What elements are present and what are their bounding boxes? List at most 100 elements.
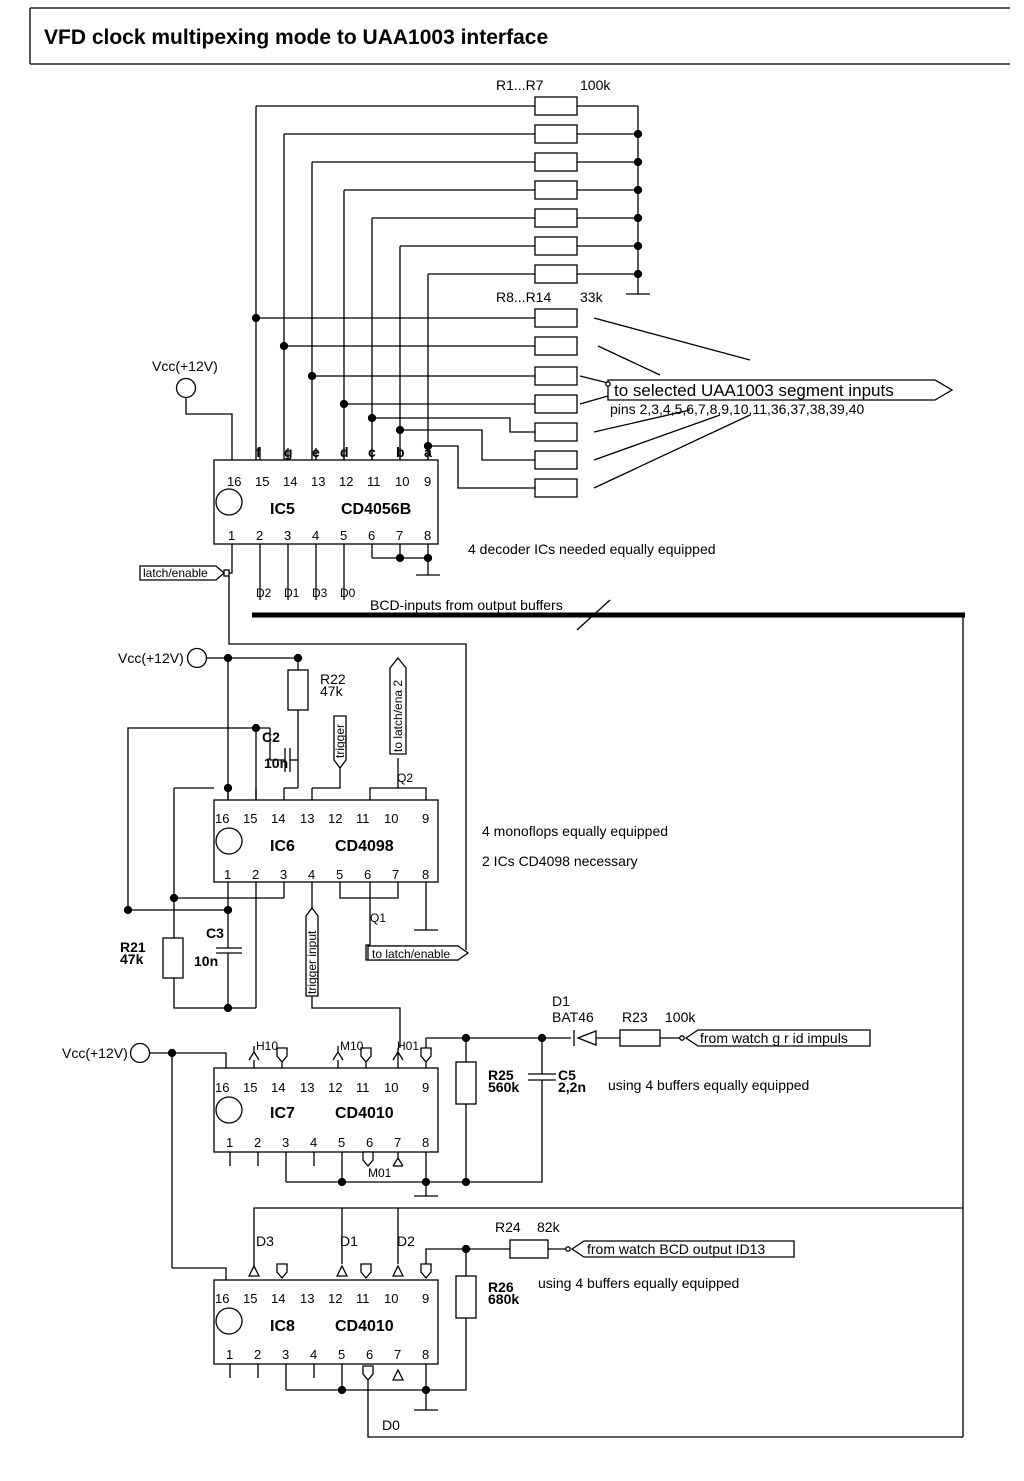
ic8-pin-7: 7	[394, 1347, 401, 1362]
d1-name: D1	[552, 993, 570, 1009]
ic6-pin-8: 8	[422, 867, 429, 882]
c5-name: C5	[558, 1067, 576, 1083]
ic8-pin-11: 11	[356, 1291, 370, 1306]
latch-enable-flag	[139, 556, 233, 581]
ic6-junctions	[123, 653, 303, 1013]
ic6-pin-10: 10	[384, 811, 398, 826]
ic6-pin-11: 11	[356, 811, 370, 826]
ic8-out-d0: D0	[382, 1417, 400, 1433]
ic8-out-d2: D2	[397, 1233, 415, 1249]
ic7-body	[150, 1029, 685, 1280]
segment-d: d	[340, 444, 349, 460]
ic7-top-pin-labels: 16 15 14 13 12 11 10 9	[215, 1080, 429, 1095]
r21-value: 47k	[120, 951, 144, 967]
ic5-bcd-d0: D0	[340, 586, 356, 600]
ic5-pin-14: 14	[283, 474, 297, 489]
ic8-pin-10: 10	[384, 1291, 398, 1306]
ic6-pin-12: 12	[328, 811, 342, 826]
buffers-ic8-note: using 4 buffers equally equipped	[538, 1275, 739, 1291]
ic7-pin-15: 15	[243, 1080, 257, 1095]
bcd-bus	[252, 599, 965, 1437]
ic6-pin-2: 2	[252, 867, 259, 882]
ic5-pin-2: 2	[256, 528, 263, 543]
ic7-pin-4: 4	[310, 1135, 317, 1150]
r26-value: 680k	[488, 1291, 519, 1307]
latch-wire	[228, 576, 467, 950]
ic5-pin-3: 3	[284, 528, 291, 543]
ic6-pin-5: 5	[336, 867, 343, 882]
ic5-junctions	[395, 553, 433, 563]
r8-r14-junctions	[251, 313, 433, 451]
segment-g: g	[284, 444, 293, 460]
ic5-pin-1: 1	[228, 528, 235, 543]
cd4098-note: 2 ICs CD4098 necessary	[482, 853, 638, 869]
ic6-bottom-pin-labels: 1 2 3 4 5 6 7 8	[224, 867, 429, 882]
trigger-flag	[333, 715, 347, 770]
ic6-pin-14: 14	[271, 811, 285, 826]
ic8-pin-9: 9	[422, 1291, 429, 1306]
ic6-pin-9: 9	[422, 811, 429, 826]
ic5-top-pin-labels: 16 15 14 13 12 11 10 9	[227, 474, 431, 489]
grid-impulse-flag	[684, 1029, 871, 1047]
segment-f: f	[256, 444, 261, 460]
ic7-bottom-pin-labels: 1 2 3 4 5 6 7 8	[226, 1135, 429, 1150]
ic5-body	[185, 398, 440, 600]
buffers-ic7-note: using 4 buffers equally equipped	[608, 1077, 809, 1093]
r25-value: 560k	[488, 1079, 519, 1095]
ic7-pin-7: 7	[394, 1135, 401, 1150]
ic8-pin-4: 4	[310, 1347, 317, 1362]
ic7-pin-14: 14	[271, 1080, 285, 1095]
ic8-pin-6: 6	[366, 1347, 373, 1362]
ic7-pin-13: 13	[300, 1080, 314, 1095]
ic6-vcc-label: Vcc(+12V)	[118, 650, 184, 666]
ic6-pin-6: 6	[364, 867, 371, 882]
ic5-pin-15: 15	[255, 474, 269, 489]
ic8-top-pin-labels: 16 15 14 13 12 11 10 9	[215, 1291, 429, 1306]
ic7-pin-2: 2	[254, 1135, 261, 1150]
ic8-body	[213, 1207, 963, 1438]
ic6-q2-label: Q2	[397, 771, 413, 785]
c2-value: 10n	[264, 755, 288, 771]
ic5-pin-7: 7	[396, 528, 403, 543]
r22-value: 47k	[320, 683, 344, 699]
r23-value: 100k	[665, 1009, 696, 1025]
title-frame	[29, 7, 1010, 65]
ic5-bottom-pin-labels: 1 2 3 4 5 6 7 8	[228, 528, 431, 543]
ic7-pin-1: 1	[226, 1135, 233, 1150]
r21-name: R21	[120, 939, 146, 955]
r23-name: R23	[622, 1009, 648, 1025]
r24-name: R24	[495, 1219, 521, 1235]
ic7-junctions	[167, 1033, 547, 1187]
ic5-part: CD4056B	[341, 501, 411, 518]
ic6-pin-16: 16	[215, 811, 229, 826]
ic7-pin-8: 8	[422, 1135, 429, 1150]
ic8-output-labels: D3 D1 D2 D0	[256, 1233, 415, 1433]
ic6-body	[127, 657, 439, 1009]
latch-ena2-flag	[389, 656, 407, 755]
segment-pins-note: pins 2,3,4,5,6,7,8,9,10,11,36,37,38,39,4…	[610, 401, 864, 417]
r1-r7-junctions	[633, 129, 643, 279]
ic7-out-h10: H10	[256, 1039, 278, 1053]
ic7-pin-11: 11	[356, 1080, 370, 1095]
ic7-out-m10: M10	[340, 1039, 364, 1053]
c2-name: C2	[262, 729, 280, 745]
trigger-input-flag	[305, 906, 401, 1048]
segment-e: e	[312, 444, 320, 460]
ic5-pin-6: 6	[368, 528, 375, 543]
ic5-pin-11: 11	[367, 474, 381, 489]
r1-r7-resistor-ladder	[256, 96, 650, 295]
ic6-pin-13: 13	[300, 811, 314, 826]
ic5-bcd-d1: D1	[284, 586, 300, 600]
to-latch-enable-label: to latch/enable	[372, 947, 450, 961]
ic6-pin-15: 15	[243, 811, 257, 826]
ic8-pin-14: 14	[271, 1291, 285, 1306]
ic6-vcc-terminal	[186, 647, 208, 669]
monoflops-note: 4 monoflops equally equipped	[482, 823, 668, 839]
ic5-pin-10: 10	[395, 474, 409, 489]
ic7-out-h01: H01	[397, 1039, 419, 1053]
ic8-name: IC8	[270, 1318, 295, 1335]
ic5-pin-5: 5	[340, 528, 347, 543]
c3-value: 10n	[194, 953, 218, 969]
r22-name: R22	[320, 671, 346, 687]
